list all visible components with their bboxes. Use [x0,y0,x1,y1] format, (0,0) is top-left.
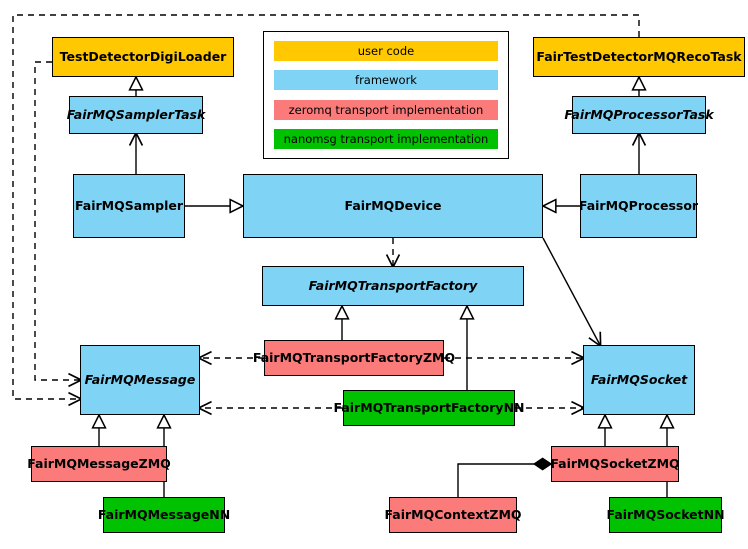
edge-device-to-socket [542,237,600,345]
legend-item-nanomsg: nanomsg transport implementation [274,128,498,149]
class-node-FairMQProcessor[interactable]: FairMQProcessor [579,174,698,238]
class-node-FairMQSocketZMQ[interactable]: FairMQSocketZMQ [550,446,680,482]
legend-item-user-code: user code [274,41,498,61]
legend-panel: user code framework zeromq transport imp… [263,31,509,159]
class-node-FairMQSocket[interactable]: FairMQSocket [583,345,695,415]
legend-item-zeromq: zeromq transport implementation [274,99,498,120]
legend-item-framework: framework [274,70,498,91]
class-node-FairMQMessageNN[interactable]: FairMQMessageNN [98,497,230,533]
edge-socketzmq-to-contextzmq [457,457,553,497]
class-node-FairMQMessageZMQ[interactable]: FairMQMessageZMQ [27,446,171,482]
class-node-FairMQSampler[interactable]: FairMQSampler [73,174,185,238]
class-node-FairMQSamplerTask[interactable]: FairMQSamplerTask [67,96,205,134]
class-node-FairMQTransportFactoryZMQ[interactable]: FairMQTransportFactoryZMQ [253,340,455,376]
class-node-FairMQContextZMQ[interactable]: FairMQContextZMQ [384,497,522,533]
class-node-FairMQProcessorTask[interactable]: FairMQProcessorTask [564,96,714,134]
class-node-FairMQTransportFactoryNN[interactable]: FairMQTransportFactoryNN [334,390,525,426]
class-node-FairMQMessage[interactable]: FairMQMessage [80,345,200,415]
class-node-FairTestDetectorMQRecoTask[interactable]: FairTestDetectorMQRecoTask [533,37,745,77]
class-node-FairMQTransportFactory[interactable]: FairMQTransportFactory [262,266,524,306]
class-node-TestDetectorDigiLoader[interactable]: TestDetectorDigiLoader [52,37,234,77]
class-node-FairMQDevice[interactable]: FairMQDevice [243,174,543,238]
class-node-FairMQSocketNN[interactable]: FairMQSocketNN [606,497,725,533]
